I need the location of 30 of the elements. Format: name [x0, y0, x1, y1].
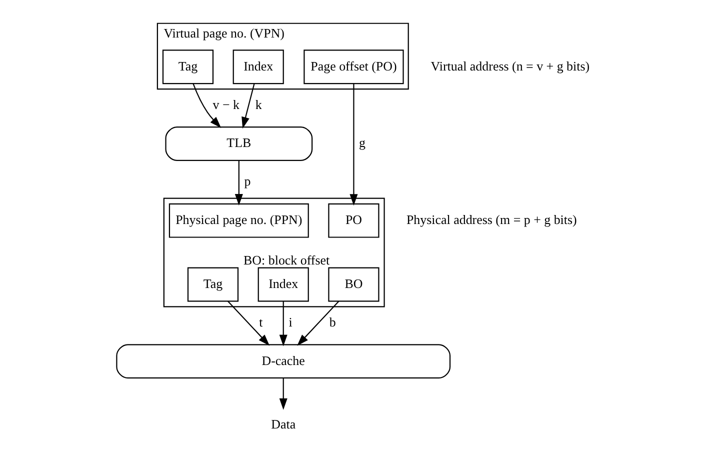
edge-label: b [329, 314, 336, 330]
edge-label: t [259, 314, 263, 330]
node-box: Page offset (PO) [304, 50, 404, 84]
node-box: D-cache [116, 344, 451, 379]
node-box: PO [328, 203, 380, 238]
node-box: Tag [162, 50, 214, 84]
edge-label: v − k [212, 96, 240, 112]
arrow [192, 84, 222, 128]
arrow [279, 378, 288, 410]
arrow [350, 84, 358, 206]
cluster [163, 198, 385, 308]
node-box: Physical page no. (PPN) [168, 203, 309, 238]
edge-label: g [359, 135, 366, 150]
node-box: Index [232, 50, 284, 84]
node-text: Data [271, 416, 296, 432]
node-label: Virtual address (n = v + g bits) [430, 58, 590, 74]
arrow [234, 160, 243, 206]
node-label: BO: block offset [244, 252, 330, 268]
arrow [228, 300, 270, 346]
node-box: BO [328, 267, 380, 302]
arrow [242, 84, 255, 129]
edge-label: i [288, 314, 292, 330]
node-box: Tag [187, 267, 239, 302]
node-box: TLB [165, 126, 313, 161]
arrow [297, 300, 340, 346]
node-box: Index [258, 267, 309, 302]
edge-label: p [244, 174, 251, 189]
edge-label: k [255, 96, 262, 112]
node-label: Physical address (m = p + g bits) [406, 212, 577, 228]
arrow [279, 301, 288, 346]
